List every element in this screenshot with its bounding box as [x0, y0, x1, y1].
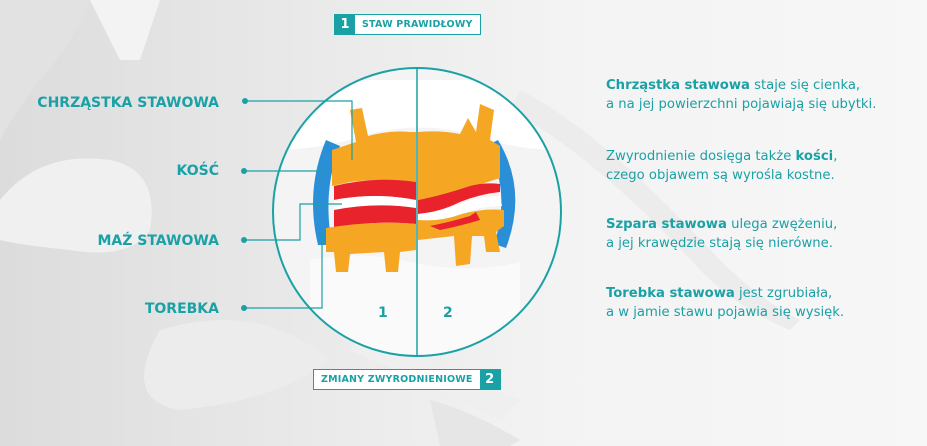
leader-dots: [241, 98, 248, 311]
description-text: a jej krawędzie stają się nierówne.: [606, 236, 833, 251]
description-bold: Chrząstka stawowa: [606, 78, 750, 93]
description-text: Zwyrodnienie dosięga także: [606, 149, 796, 164]
description-joint-space: Szpara stawowa ulega zwężeniu, a jej kra…: [606, 215, 837, 253]
leader-dot: [241, 305, 247, 311]
description-capsule: Torebka stawowa jest zgrubiała, a w jami…: [606, 284, 844, 322]
section-number-right: 2: [443, 305, 453, 321]
leader-dot: [241, 237, 247, 243]
description-bone: Zwyrodnienie dosięga także kości, czego …: [606, 147, 837, 185]
description-cartilage: Chrząstka stawowa staje się cienka, a na…: [606, 76, 876, 114]
description-text: czego objawem są wyrośla kostne.: [606, 168, 835, 183]
description-text: jest zgrubiała,: [735, 286, 832, 301]
description-bold: kości: [796, 149, 834, 164]
section-number-left: 1: [378, 305, 388, 321]
description-text: staje się cienka,: [750, 78, 860, 93]
description-text: ,: [833, 149, 837, 164]
leader-dot: [242, 98, 248, 104]
leader-dot: [241, 168, 247, 174]
description-text: a w jamie stawu pojawia się wysięk.: [606, 305, 844, 320]
description-bold: Szpara stawowa: [606, 217, 727, 232]
description-bold: Torebka stawowa: [606, 286, 735, 301]
description-text: ulega zwężeniu,: [727, 217, 837, 232]
description-text: a na jej powierzchni pojawiają się ubytk…: [606, 97, 876, 112]
